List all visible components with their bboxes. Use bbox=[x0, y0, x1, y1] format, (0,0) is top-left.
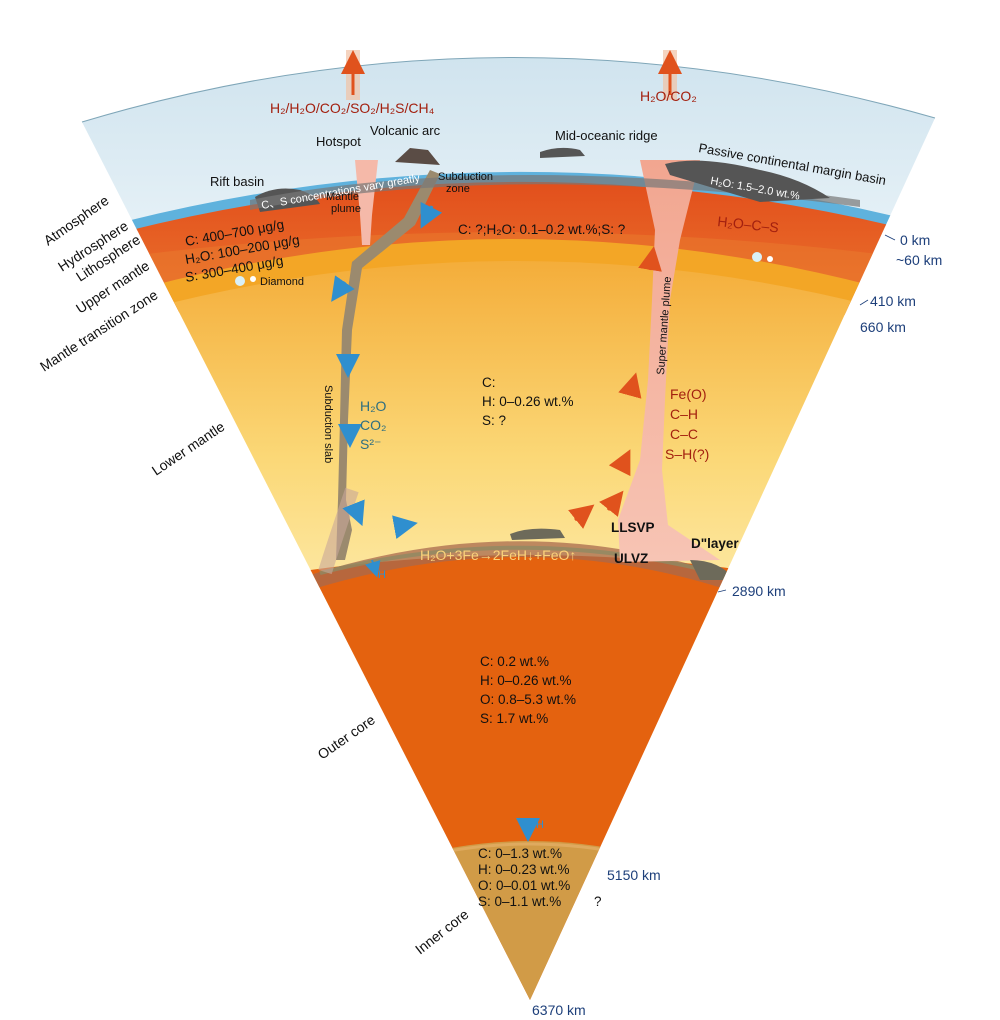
diamond-icon-2 bbox=[752, 252, 762, 262]
inner-core-question: ? bbox=[594, 894, 602, 909]
plume-sh: S–H(?) bbox=[665, 446, 709, 462]
lower-mantle-c: C: bbox=[482, 375, 496, 390]
depth-410: 410 km bbox=[870, 293, 916, 309]
slab-h2o: H₂O bbox=[360, 398, 387, 414]
plume-ch: C–H bbox=[670, 406, 698, 422]
margin-rock bbox=[665, 160, 830, 202]
transition-zone-band bbox=[100, 238, 910, 326]
label-inner-core: Inner core bbox=[412, 906, 472, 958]
inner-core-s: S: 0–1.1 wt.% bbox=[478, 894, 561, 909]
label-volcanic-arc: Volcanic arc bbox=[370, 123, 441, 138]
label-mantle-plume-2: plume bbox=[331, 203, 361, 215]
depth-6370: 6370 km bbox=[532, 1002, 586, 1018]
label-subduction-zone-2: zone bbox=[446, 183, 470, 195]
depth-0: 0 km bbox=[900, 232, 930, 248]
depth-2890: 2890 km bbox=[732, 583, 786, 599]
h-arrow-label-2: H bbox=[536, 819, 544, 831]
cmb-reaction: H₂O+3Fe→2FeH↓+FeO↑ bbox=[420, 547, 576, 563]
label-hotspot: Hotspot bbox=[316, 134, 361, 149]
inner-core-o: O: 0–0.01 wt.% bbox=[478, 878, 570, 893]
outer-core-h: H: 0–0.26 wt.% bbox=[480, 673, 572, 688]
downwelling-arrows bbox=[331, 201, 540, 842]
outer-core-o: O: 0.8–5.3 wt.% bbox=[480, 692, 576, 707]
label-mantle-plume-1: Mantle bbox=[326, 191, 359, 203]
lower-mantle-s: S: ? bbox=[482, 413, 506, 428]
inner-core-h: H: 0–0.23 wt.% bbox=[478, 862, 570, 877]
h-arrow-label-1: H bbox=[378, 569, 386, 581]
upper-mantle-chem: C: ?;H₂O: 0.1–0.2 wt.%;S: ? bbox=[458, 222, 625, 237]
subduction-slab bbox=[336, 170, 440, 560]
diamond-icon bbox=[235, 276, 245, 286]
lower-mantle-h: H: 0–0.26 wt.% bbox=[482, 394, 574, 409]
upwelling-arrows bbox=[568, 246, 662, 529]
label-llsvp: LLSVP bbox=[611, 520, 655, 535]
label-subduction-zone-1: Subduction bbox=[438, 171, 493, 183]
slab-co2: CO₂ bbox=[360, 417, 386, 433]
outer-core-c: C: 0.2 wt.% bbox=[480, 654, 549, 669]
volcano-rock bbox=[395, 148, 440, 165]
label-diamond: Diamond bbox=[260, 276, 304, 288]
label-ulvz: ULVZ bbox=[614, 551, 648, 566]
label-subduction-slab: Subduction slab bbox=[322, 385, 334, 463]
upper-mantle-species: H₂O–C–S bbox=[717, 213, 780, 235]
super-mantle-plume bbox=[618, 160, 720, 562]
cmb-pile-rock bbox=[510, 528, 565, 540]
ridge-rock bbox=[540, 147, 585, 158]
plume-cc: C–C bbox=[670, 426, 698, 442]
label-rift-basin: Rift basin bbox=[210, 174, 264, 189]
depth-60: ~60 km bbox=[896, 252, 942, 268]
degassing-label-right: H₂O/CO₂ bbox=[640, 88, 697, 104]
label-lower-mantle: Lower mantle bbox=[149, 418, 228, 478]
inner-core-c: C: 0–1.3 wt.% bbox=[478, 846, 562, 861]
label-d-layer: D"layer bbox=[691, 536, 739, 551]
label-outer-core: Outer core bbox=[315, 711, 379, 762]
plume-feo: Fe(O) bbox=[670, 386, 707, 402]
depth-660: 660 km bbox=[860, 319, 906, 335]
slab-s: S²⁻ bbox=[360, 436, 381, 452]
depth-5150: 5150 km bbox=[607, 867, 661, 883]
outer-core-s: S: 1.7 wt.% bbox=[480, 711, 548, 726]
degassing-label-left: H₂/H₂O/CO₂/SO₂/H₂S/CH₄ bbox=[270, 100, 435, 116]
label-mid-ocean-ridge: Mid-oceanic ridge bbox=[555, 128, 658, 143]
hotspot-plume bbox=[355, 160, 378, 245]
